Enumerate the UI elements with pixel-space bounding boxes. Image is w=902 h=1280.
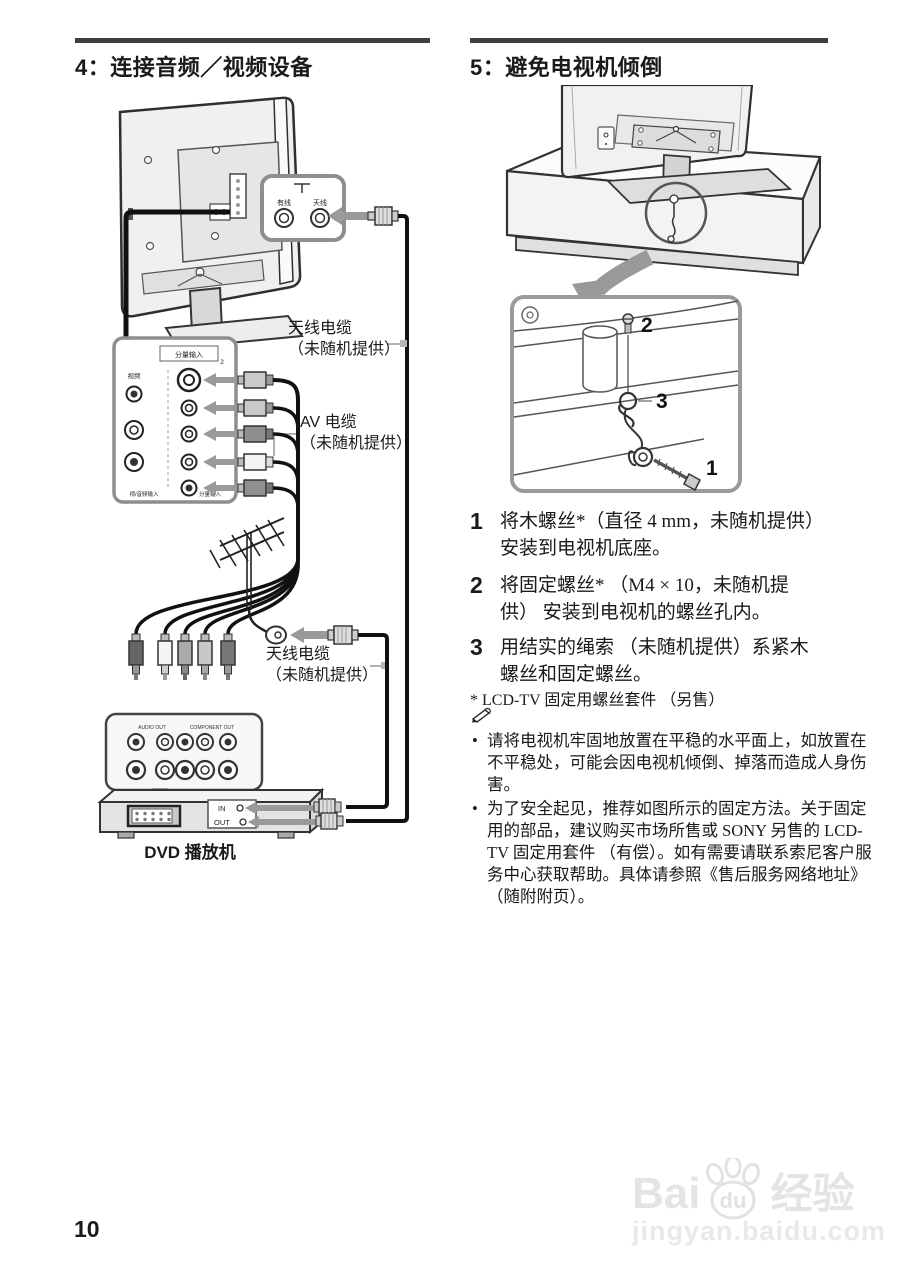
wood-screw — [653, 458, 701, 492]
dvd-output-panel: AUDIO OUT COMPONENT OUT — [104, 712, 264, 792]
watermark-brand-cn: 经验 — [770, 1170, 855, 1217]
stand-leg-cylinder — [582, 325, 618, 393]
antenna-cable-tv — [346, 214, 409, 823]
footnote: * LCD-TV 固定用螺丝套件 （另售） — [470, 692, 725, 709]
av-cable-runs — [134, 378, 300, 635]
detail-num-screw: 2 — [641, 314, 653, 337]
watermark-brand-latin: Bai — [632, 1169, 701, 1218]
antenna-cable-label-top: 天线电缆 （未随机提供） — [288, 320, 401, 358]
antenna-jack-label: 天线 — [313, 198, 327, 207]
audio-out-label: AUDIO OUT — [138, 725, 166, 731]
right-section-rule — [470, 38, 828, 43]
right-section-title: 5：避免电视机倾倒 — [470, 55, 663, 80]
av-cable-label: AV 电缆 （未随机提供） — [300, 414, 413, 452]
tv-av-cable — [123, 209, 230, 340]
f-connector-plug-2 — [327, 625, 359, 645]
rope — [618, 391, 654, 468]
antenna-cable-connector — [265, 625, 287, 645]
tv-rear-on-stand — [560, 85, 793, 204]
insert-arrow-icon — [290, 627, 328, 643]
cable-jack-label: 有线 — [277, 198, 291, 207]
step-2-text: 将固定螺丝* （M4 × 10，未随机提 供） 安装到电视机的螺丝孔内。 — [500, 575, 789, 623]
fastening-detail-box: 2 3 1 — [510, 295, 742, 493]
detail-num-wood-screw: 1 — [706, 457, 718, 480]
av-cable-plugs — [203, 371, 274, 497]
step-1-number: 1 — [470, 508, 483, 534]
insert-arrow-icon — [248, 816, 316, 828]
insert-arrow-icon — [328, 207, 368, 225]
dvd-out-label: OUT — [214, 818, 230, 827]
component-out-label: COMPONENT OUT — [190, 725, 234, 731]
step-2: 2 将固定螺丝* （M4 × 10，未随机提 供） 安装到电视机的螺丝孔内。 — [470, 572, 789, 626]
f-connector-plug-3 — [313, 798, 342, 816]
page-number: 10 — [74, 1216, 100, 1242]
component-label: 分量输入 — [199, 490, 222, 498]
av-input-panel: 分量输入 2 视频 视/音频输入 分量输入 — [112, 336, 238, 504]
detail-num-rope: 3 — [656, 390, 668, 413]
f-connector-plug — [367, 206, 399, 226]
antenna-cable-aerial — [346, 633, 389, 809]
av-connection-diagram: 有线 天线 分量输入 2 视频 — [97, 96, 409, 839]
component-in-num: 2 — [220, 359, 224, 366]
antenna-jack-callout: 有线 天线 — [260, 174, 346, 242]
dvd-in-label: IN — [218, 804, 226, 813]
watermark-url: jingyan.baidu.com — [632, 1216, 887, 1246]
dvd-cable-plugs — [128, 633, 236, 680]
step-3-number: 3 — [470, 634, 483, 660]
step-1: 1 将木螺丝*（直径 4 mm，未随机提供） 安装到电视机底座。 — [470, 508, 824, 562]
watermark-brand-paw: du — [720, 1188, 747, 1213]
step-3-text: 用结实的绳索 （未随机提供）系紧木 螺丝和固定螺丝。 — [500, 637, 809, 685]
step-2-number: 2 — [470, 572, 483, 598]
left-section-rule — [75, 38, 430, 43]
av-in-label: 视/音频输入 — [129, 490, 159, 498]
antenna-aerial — [209, 517, 285, 634]
dvd-player-caption: DVD 播放机 — [144, 843, 236, 862]
baidu-paw-icon: du — [706, 1158, 761, 1220]
step-3: 3 用结实的绳索 （未随机提供）系紧木 螺丝和固定螺丝。 — [470, 634, 809, 688]
video-label: 视频 — [128, 371, 142, 380]
insert-arrow-icon — [245, 802, 314, 814]
tv-screws — [143, 145, 221, 251]
note-item: 请将电视机牢固地放置在平稳的水平面上，如放置在不平稳处，可能会因电视机倾倒、掉落… — [470, 730, 874, 796]
fixing-screw — [622, 313, 634, 334]
note-item: 为了安全起见，推荐如图所示的固定方法。关于固定用的部品，建议购买市场所售或 SO… — [470, 798, 874, 908]
dvd-rf-box — [207, 799, 257, 829]
anti-topple-diagram: 2 3 1 — [505, 85, 822, 493]
note-pencil-icon — [471, 707, 491, 723]
dvd-player-box: IN OUT — [97, 787, 325, 839]
step-1-text: 将木螺丝*（直径 4 mm，未随机提供） 安装到电视机底座。 — [500, 511, 825, 559]
f-connector-plug-4 — [315, 812, 344, 830]
antenna-cable-label-bottom: 天线电缆 （未随机提供） — [266, 646, 379, 684]
notes-list: 请将电视机牢固地放置在平稳的水平面上，如放置在不平稳处，可能会因电视机倾倒、掉落… — [470, 730, 874, 910]
antenna-symbol-icon — [294, 183, 310, 193]
component-in-label: 分量输入 — [175, 350, 203, 359]
baidu-jingyan-watermark: Bai du 经验 jingyan.baidu.com — [632, 1158, 886, 1247]
detail-circle — [644, 181, 708, 245]
left-section-title: 4：连接音频／视频设备 — [75, 55, 313, 80]
